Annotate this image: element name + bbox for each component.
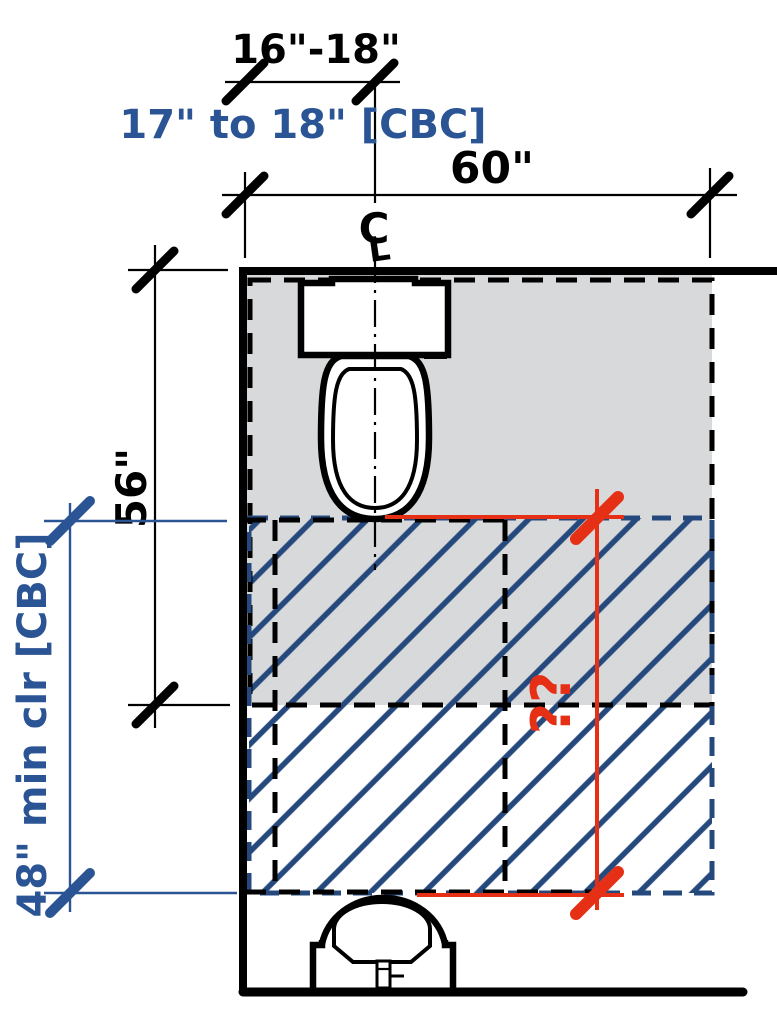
dimension-clearance-depth: 56" (107, 245, 230, 729)
room-walls (238, 267, 777, 997)
min-clear-cbc-label: 48" min clr [CBC] (10, 532, 56, 917)
questioned-dimension-label: ?? (520, 672, 583, 735)
lavatory-bowl (332, 900, 432, 964)
lavatory-faucet (375, 959, 404, 990)
red-tick-bottom (570, 866, 624, 920)
toilet-centerline-range-label: 16"-18" (231, 27, 401, 73)
toilet-flush-handle (424, 352, 447, 359)
questioned-dimension: ?? (385, 489, 624, 920)
tick (351, 58, 399, 106)
toilet-centerline-cbc-label: 17" to 18" [CBC] (119, 102, 486, 148)
centerline-symbol-c: C (359, 204, 390, 253)
red-tick-top (570, 491, 624, 545)
wheelchair-space-dashed-outline (245, 517, 600, 895)
tick (45, 496, 95, 546)
tick (45, 868, 95, 918)
dimension-min-clear-cbc: 48" min clr [CBC] (10, 496, 237, 918)
tick (221, 171, 269, 219)
tick (221, 58, 269, 106)
clearance-depth-label: 56" (107, 448, 156, 528)
dimension-toilet-centerline: 16"-18" 17" to 18" [CBC] (119, 27, 486, 148)
dimension-clearance-width: 60" (221, 143, 737, 258)
clearance-width-label: 60" (450, 143, 534, 194)
tick (131, 681, 179, 729)
tick (131, 246, 179, 294)
lavatory-fixture (309, 894, 457, 993)
tick (686, 171, 734, 219)
